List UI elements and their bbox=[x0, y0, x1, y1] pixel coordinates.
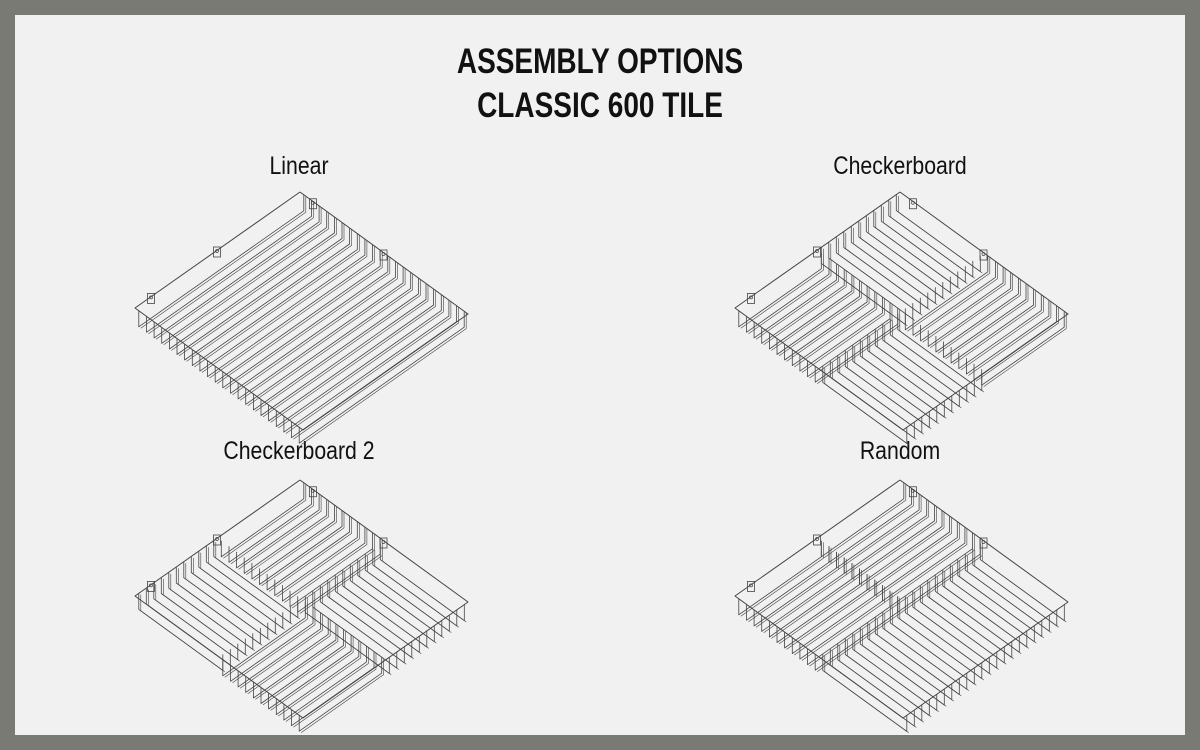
random-tile-drawing-icon bbox=[734, 479, 1069, 734]
page-title: ASSEMBLY OPTIONS CLASSIC 600 TILE bbox=[120, 40, 1080, 128]
blade-group bbox=[220, 482, 383, 614]
title-line-2: CLASSIC 600 TILE bbox=[477, 86, 723, 125]
blade-group bbox=[738, 540, 901, 672]
title-line-1: ASSEMBLY OPTIONS bbox=[456, 42, 744, 81]
blade-group bbox=[904, 543, 1067, 676]
blade-group bbox=[822, 313, 984, 446]
blade-group bbox=[820, 194, 983, 327]
option-label-checkerboard: Checkerboard bbox=[833, 152, 967, 180]
option-label-linear: Linear bbox=[269, 152, 329, 180]
blade-group bbox=[904, 255, 1067, 387]
option-label-random: Random bbox=[859, 437, 941, 465]
linear-tile-drawing-icon bbox=[134, 191, 469, 445]
blade-group bbox=[738, 252, 901, 384]
blade-group bbox=[222, 601, 385, 733]
blade-group bbox=[138, 540, 300, 673]
blade-group bbox=[304, 543, 467, 676]
blade-group bbox=[822, 601, 984, 734]
blade-group bbox=[138, 194, 467, 445]
checkerboard-2-tile-drawing-icon bbox=[134, 479, 469, 733]
checkerboard-tile-drawing-icon bbox=[734, 191, 1069, 446]
